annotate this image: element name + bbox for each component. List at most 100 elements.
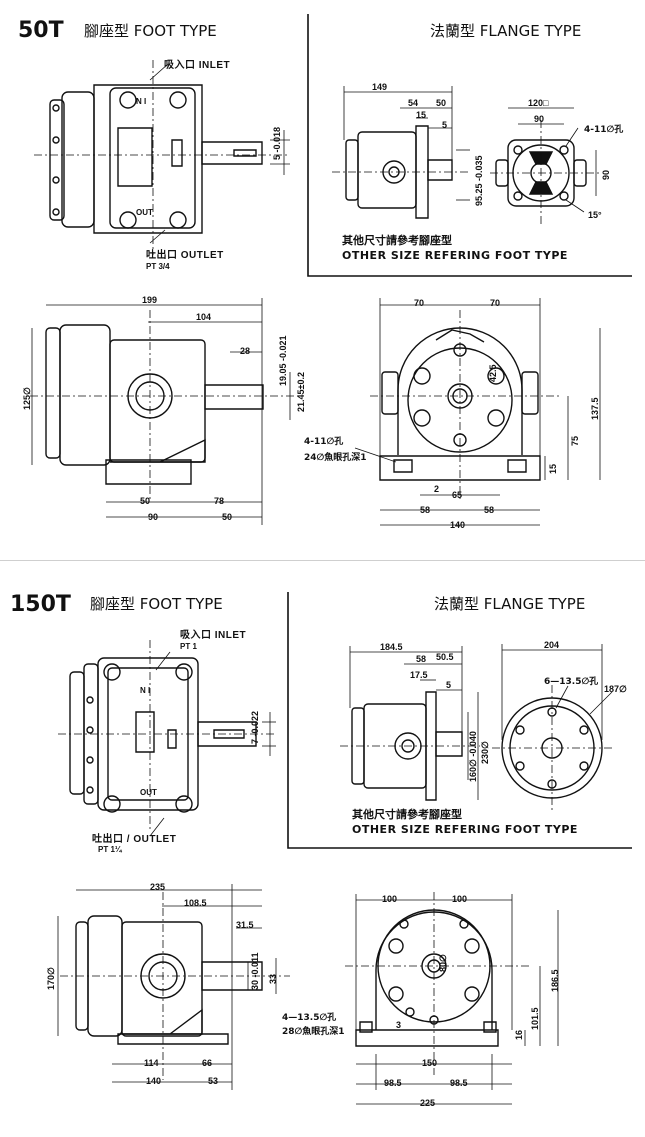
150t-dim-108: 108.5 xyxy=(184,898,207,908)
150t-dim-30: 30 -0.011 xyxy=(250,952,260,990)
150t-dim-505: 50.5 xyxy=(436,652,454,662)
150t-end-hole: 4—13.5∅孔 xyxy=(282,1013,337,1023)
model-50t: 50T xyxy=(18,18,64,43)
150t-dim-100b: 100 xyxy=(452,894,468,904)
150t-dim-170: 170∅ xyxy=(46,967,56,990)
150t-flange-frame xyxy=(288,592,632,848)
150t-dim-114: 114 xyxy=(144,1058,159,1068)
50t-dim-90a: 90 xyxy=(534,114,545,124)
150t-nameplate-in: N I xyxy=(140,686,151,695)
50t-dim-120: 120□ xyxy=(528,98,549,108)
150t-dim-16: 16 xyxy=(514,1029,524,1040)
50t-dim-70b: 70 xyxy=(490,298,501,308)
150t-note-cn: 其他尺寸請參考腳座型 xyxy=(352,808,462,821)
50t-dim-50: 50 xyxy=(436,98,447,108)
50t-flange-frame xyxy=(308,14,632,276)
50t-dim-90: 90 xyxy=(148,512,159,522)
50t-flange-front-view xyxy=(490,108,600,225)
50t-dim-125: 125∅ xyxy=(22,387,32,410)
50t-flange-header: 法蘭型 FLANGE TYPE xyxy=(430,22,582,40)
150t-dim-150: 150 xyxy=(422,1058,438,1068)
150t-dim-33: 33 xyxy=(268,973,278,984)
150t-dim-186: 186.5 xyxy=(550,969,560,992)
150t-dim-140: 140 xyxy=(146,1076,162,1086)
50t-dim-15b: 15 xyxy=(548,463,558,474)
50t-dim-19: 19.05 -0.021 xyxy=(278,335,288,386)
50t-dim-58a: 58 xyxy=(420,505,431,515)
50t-foot-top-view xyxy=(34,60,290,255)
150t-dim-235: 235 xyxy=(150,882,166,892)
50t-dim-65: 65 xyxy=(452,490,463,500)
150t-outlet-thread: PT 1¼ xyxy=(98,845,122,854)
50t-dim-90b: 90 xyxy=(601,169,611,180)
50t-note-cn: 其他尺寸請參考腳座型 xyxy=(342,234,452,247)
150t-dim-80: 80∅ xyxy=(438,954,448,972)
50t-nameplate-in: N I xyxy=(136,97,147,106)
50t-end-cbore: 24∅魚眼孔深1 xyxy=(304,453,367,463)
50t-foot-end-view xyxy=(355,298,600,525)
50t-dim-95: 95.25 -0.035 xyxy=(474,155,484,206)
50t-foot-side-view xyxy=(30,298,300,525)
50t-dim-50a: 50 xyxy=(140,496,151,506)
150t-dim-184: 184.5 xyxy=(380,642,403,652)
150t-dim-58: 58 xyxy=(416,654,427,664)
50t-dim-149: 149 xyxy=(372,82,388,92)
150t-dim-160: 160∅ -0.040 xyxy=(468,731,478,782)
150t-dim-985a: 98.5 xyxy=(384,1078,402,1088)
150t-foot-header: 腳座型 FOOT TYPE xyxy=(90,595,223,613)
50t-nameplate-out: OUT xyxy=(136,208,153,217)
50t-dim-15: 15 xyxy=(416,110,427,120)
150t-dim-315: 31.5 xyxy=(236,920,254,930)
150t-flange-front-view xyxy=(492,644,612,810)
50t-outlet-thread: PT 3/4 xyxy=(146,262,170,271)
150t-outlet-label: 吐出口 / OUTLET xyxy=(92,834,177,845)
150t-nameplate-out: OUT xyxy=(140,788,157,797)
150t-shaft-tol: 7 -0.022 xyxy=(250,710,260,744)
150t-inlet-label: 吸入口 INLET xyxy=(180,630,247,641)
50t-dim-58b: 58 xyxy=(484,505,495,515)
50t-dim-21: 21.45±0.2 xyxy=(296,372,306,412)
50t-dim-137: 137.5 xyxy=(590,397,600,420)
section-divider xyxy=(0,560,645,561)
50t-dim-104: 104 xyxy=(196,312,212,322)
50t-dim-5: 5 xyxy=(442,120,448,130)
50t-end-hole: 4-11∅孔 xyxy=(304,437,344,447)
150t-foot-top-view xyxy=(58,640,276,836)
150t-inlet-thread: PT 1 xyxy=(180,642,197,651)
150t-dim-230: 230∅ xyxy=(480,741,490,764)
150t-end-cbore: 28∅魚眼孔深1 xyxy=(282,1027,345,1037)
150t-dim-204: 204 xyxy=(544,640,560,650)
50t-flange-side-view xyxy=(332,86,470,218)
150t-dim-175: 17.5 xyxy=(410,670,428,680)
50t-foot-header: 腳座型 FOOT TYPE xyxy=(84,22,217,40)
150t-flange-side-view xyxy=(340,646,480,800)
150t-dim-985b: 98.5 xyxy=(450,1078,468,1088)
150t-dim-3: 3 xyxy=(396,1020,402,1030)
50t-dim-2: 2 xyxy=(434,484,440,494)
150t-dim-5: 5 xyxy=(446,680,452,690)
50t-outlet-label: 吐出口 OUTLET xyxy=(146,250,224,261)
150t-dim-66: 66 xyxy=(202,1058,213,1068)
150t-foot-end-view xyxy=(345,892,558,1104)
150t-foot-side-view xyxy=(58,884,290,1090)
50t-flange-hole: 4-11∅孔 xyxy=(584,125,624,135)
50t-dim-15deg: 15° xyxy=(588,210,602,220)
50t-dim-28: 28 xyxy=(240,346,251,356)
model-150t: 150T xyxy=(10,592,71,617)
50t-shaft-tol: 5 -0.018 xyxy=(272,126,282,160)
150t-flange-hole: 6—13.5∅孔 xyxy=(544,677,599,687)
50t-dim-75: 75 xyxy=(570,435,580,446)
150t-dim-225: 225 xyxy=(420,1098,436,1108)
150t-dim-101: 101.5 xyxy=(530,1007,540,1030)
50t-dim-42: 42.5 xyxy=(488,364,498,382)
50t-dim-70a: 70 xyxy=(414,298,425,308)
150t-dim-187: 187∅ xyxy=(604,684,627,694)
50t-dim-78: 78 xyxy=(214,496,225,506)
50t-dim-199: 199 xyxy=(142,295,158,305)
150t-dim-53: 53 xyxy=(208,1076,219,1086)
150t-note-en: OTHER SIZE REFERING FOOT TYPE xyxy=(352,823,578,836)
150t-flange-header: 法蘭型 FLANGE TYPE xyxy=(434,595,586,613)
50t-dim-140: 140 xyxy=(450,520,466,530)
50t-dim-50b: 50 xyxy=(222,512,233,522)
